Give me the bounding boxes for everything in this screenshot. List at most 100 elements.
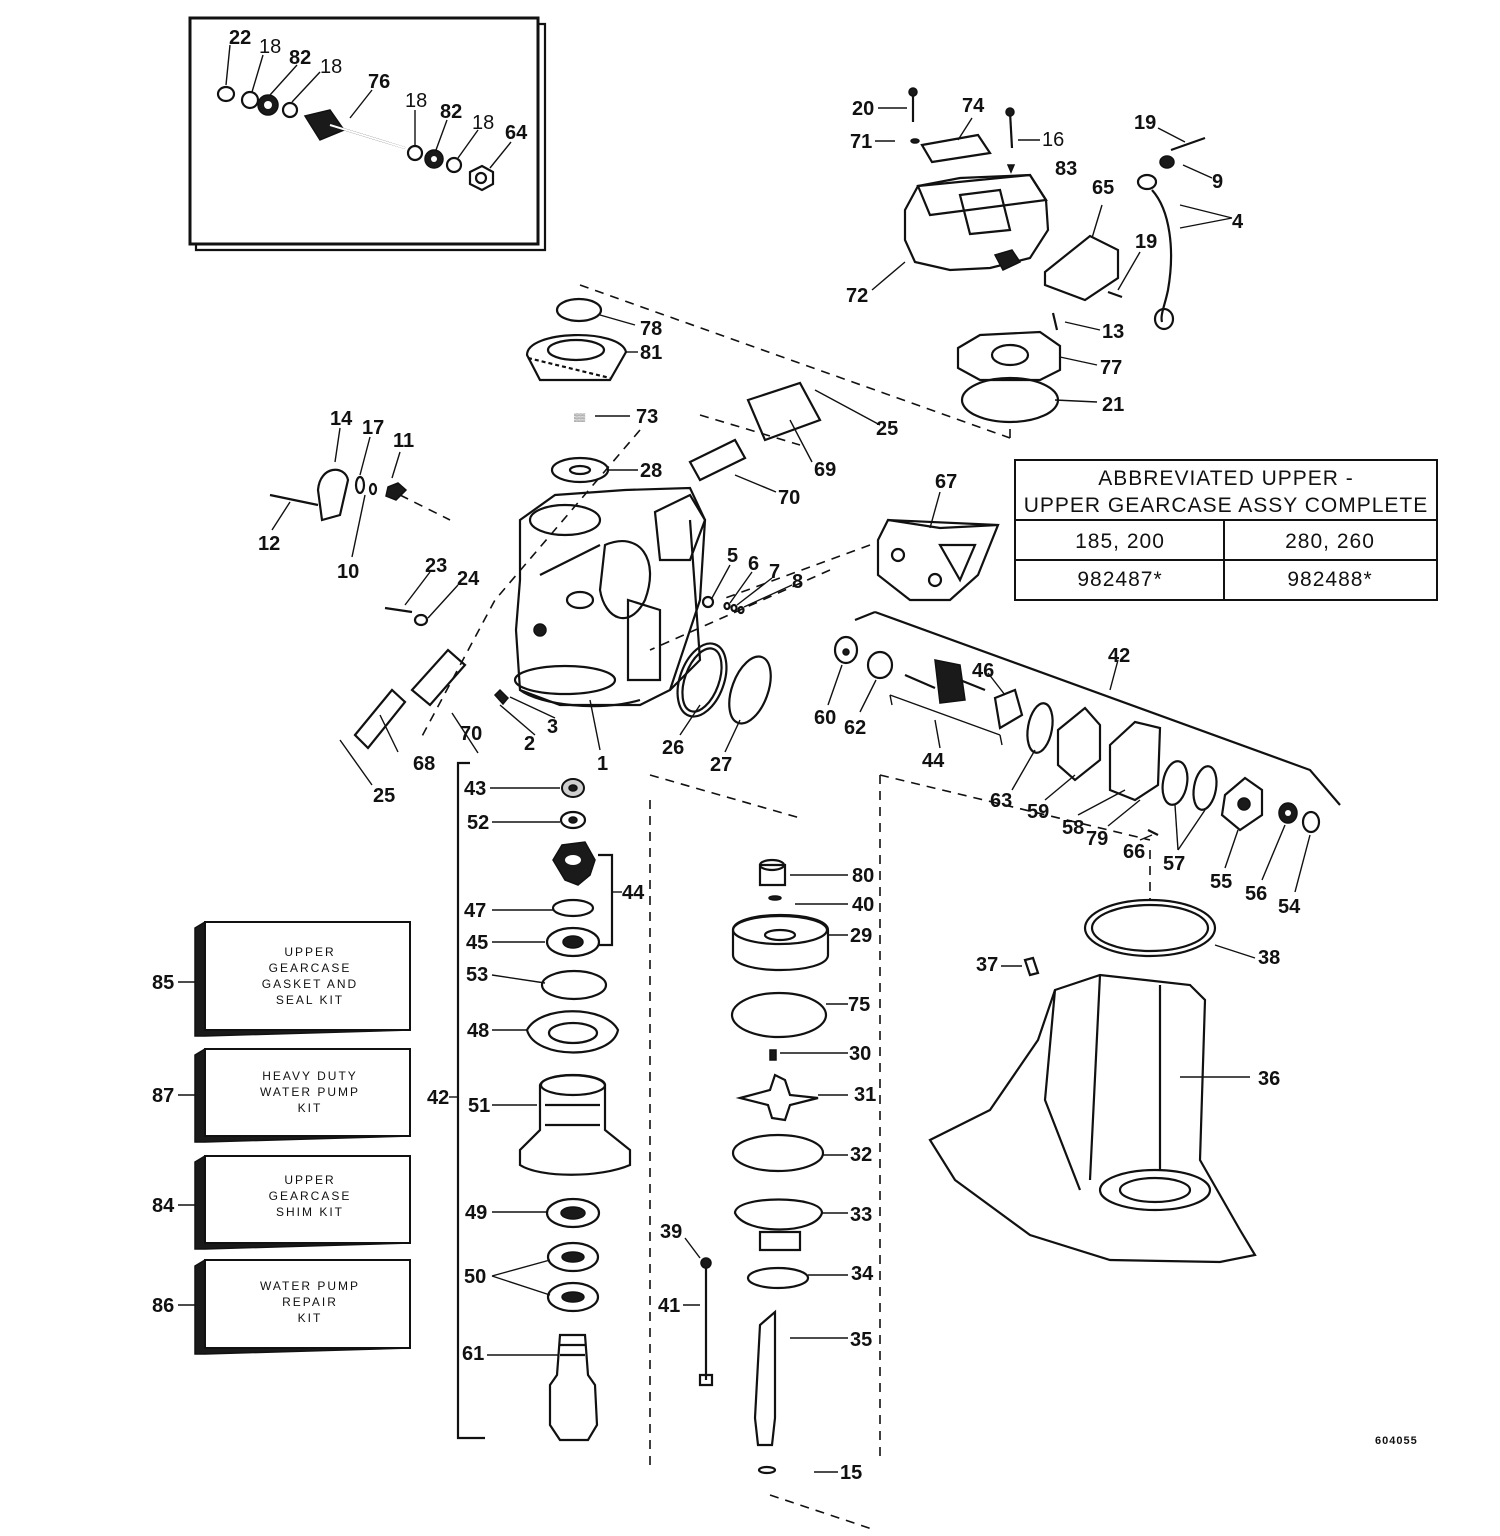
callout-82: 82 (440, 101, 462, 123)
callout-44: 44 (922, 750, 945, 772)
kit-85-line2: GEARCASE (269, 961, 352, 975)
bushing-icon (758, 863, 787, 887)
callout-57: 57 (1163, 853, 1185, 875)
callout-30: 30 (849, 1043, 871, 1065)
callout-1: 1 (597, 753, 608, 775)
gasket-icon (746, 381, 822, 442)
kit-boxes: UPPER GEARCASE GASKET AND SEAL KIT 85 HE… (152, 921, 411, 1355)
callout-28: 28 (640, 460, 662, 482)
kit-85-line4: SEAL KIT (276, 993, 344, 1007)
pump-base-icon (733, 1198, 824, 1231)
table-value-2: 982488* (1287, 568, 1372, 591)
callout-29: 29 (850, 925, 872, 947)
callout-35: 35 (850, 1329, 872, 1351)
callout-8: 8 (792, 571, 803, 593)
callout-68: 68 (413, 753, 435, 775)
bearing-cup-icon (866, 650, 894, 680)
kit-84: UPPER GEARCASE SHIM KIT 84 (152, 1155, 411, 1250)
callout-20: 20 (852, 98, 874, 120)
kit-84-line3: SHIM KIT (276, 1205, 344, 1219)
impeller-icon (735, 1073, 819, 1122)
callout-3: 3 (547, 716, 558, 738)
shim-icon (551, 898, 595, 918)
callout-83: 83 (1055, 158, 1077, 180)
callout-labels: 20 74 71 16 83 19 9 65 4 72 19 13 77 21 … (258, 95, 1301, 1484)
callout-48: 48 (467, 1020, 489, 1042)
kit-86: WATER PUMP REPAIR KIT 86 (152, 1259, 411, 1355)
hex-nut-icon (468, 164, 495, 192)
cover-icon (1108, 720, 1162, 802)
callout-25: 25 (876, 418, 898, 440)
kit-86-number: 86 (152, 1295, 174, 1317)
nut-icon (385, 482, 408, 501)
bracket-group (876, 518, 1000, 602)
callout-16: 16 (1042, 129, 1064, 151)
kit-84-line2: GEARCASE (269, 1189, 352, 1203)
kit-85-line3: GASKET AND (262, 977, 358, 991)
callout-6: 6 (748, 553, 759, 575)
callout-77: 77 (1100, 357, 1122, 379)
callout-62: 62 (844, 717, 866, 739)
callout-18: 18 (472, 112, 494, 134)
seal-icon (546, 1281, 600, 1313)
bracket-icon (876, 518, 1000, 602)
gasket-icon (410, 648, 467, 707)
callout-38: 38 (1258, 947, 1280, 969)
callout-80: 80 (852, 865, 874, 887)
seal-icon (746, 1266, 810, 1290)
impeller-icon (1220, 776, 1264, 832)
callout-13: 13 (1102, 321, 1124, 343)
callout-70: 70 (778, 487, 800, 509)
callout-81: 81 (640, 342, 662, 364)
callout-60: 60 (814, 707, 836, 729)
table-title-line1: ABBREVIATED UPPER - (1098, 467, 1354, 490)
callout-76: 76 (368, 71, 390, 93)
table-col-1: 185, 200 (1075, 530, 1165, 553)
callout-53: 53 (466, 964, 488, 986)
lower-stack-bracket (456, 761, 614, 1440)
shift-lever-icon (1043, 234, 1120, 302)
callout-4: 4 (1232, 211, 1244, 233)
callout-24: 24 (457, 568, 480, 590)
gasket-icon (525, 1010, 620, 1054)
callout-73: 73 (636, 406, 658, 428)
pin-icon (1023, 956, 1040, 977)
assembly-table: ABBREVIATED UPPER - UPPER GEARCASE ASSY … (1014, 459, 1438, 601)
o-ring-icon (728, 655, 772, 725)
callout-66: 66 (1123, 841, 1145, 863)
kit-84-line1: UPPER (284, 1173, 335, 1187)
shim-ring-icon (555, 297, 603, 323)
washer-icon (445, 156, 463, 174)
o-ring-icon (676, 642, 728, 718)
callout-19: 19 (1134, 112, 1156, 134)
callout-32: 32 (850, 1144, 872, 1166)
callout-74: 74 (962, 95, 985, 117)
nut-icon (216, 85, 236, 103)
kit-86-line1: WATER PUMP (260, 1279, 360, 1293)
callout-11: 11 (393, 430, 414, 452)
key-icon (769, 1049, 777, 1061)
callout-67: 67 (935, 471, 957, 493)
callout-23: 23 (425, 555, 447, 577)
inset-shift-shaft-detail (188, 16, 547, 252)
table-title-line2: UPPER GEARCASE ASSY COMPLETE (1024, 494, 1429, 517)
callout-33: 33 (850, 1204, 872, 1226)
kit-87-number: 87 (152, 1085, 174, 1107)
cap-icon (1301, 810, 1321, 834)
callout-14: 14 (330, 408, 353, 430)
table-value-1: 982487* (1077, 568, 1162, 591)
shift-arm-group (269, 468, 429, 627)
driveshaft-icon (753, 1309, 777, 1447)
callout-40: 40 (852, 894, 874, 916)
pinion-shaft-group (833, 610, 1341, 836)
retainer-plate-icon (956, 330, 1062, 382)
kit-85: UPPER GEARCASE GASKET AND SEAL KIT 85 (152, 921, 411, 1037)
callout-18: 18 (259, 36, 281, 58)
gearcase-housing-icon (514, 486, 707, 707)
kit-85-number: 85 (152, 972, 174, 994)
callout-56: 56 (1245, 883, 1267, 905)
callout-34: 34 (851, 1263, 874, 1285)
seal-icon (546, 1241, 600, 1273)
thrust-washer-icon (550, 456, 610, 484)
o-ring-icon (1026, 702, 1054, 754)
